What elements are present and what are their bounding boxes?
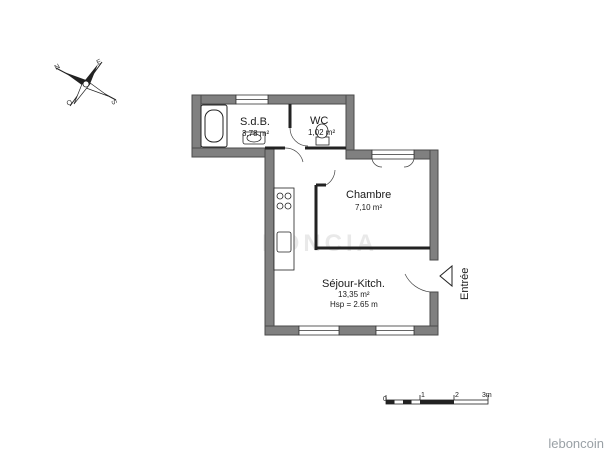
scale-label-1: 1: [421, 392, 425, 399]
room-area-sdb: 3,78 m²: [242, 129, 269, 138]
compass-letter-s: S: [109, 99, 118, 107]
scale-bar: 0 1 2 3m: [383, 392, 492, 405]
room-name-wc: WC: [310, 115, 328, 127]
bathtub: [200, 104, 228, 148]
room-area-sejour: 13,35 m²: [338, 290, 370, 299]
compass-letter-o: O: [66, 99, 75, 108]
partitions: [265, 104, 430, 250]
door-swings: [284, 127, 431, 293]
toilet: [315, 123, 330, 146]
windows: [235, 94, 415, 336]
site-watermark: leboncoin: [548, 436, 604, 451]
room-name-sejour: Séjour-Kitch.: [322, 278, 385, 290]
entrance-arrow: [439, 264, 453, 288]
room-area-wc: 1,02 m²: [308, 128, 335, 137]
entrance-label: Entrée: [459, 268, 471, 300]
scale-label-2: 2: [455, 392, 459, 399]
scale-label-3m: 3m: [482, 392, 492, 399]
scale-label-0: 0: [383, 396, 387, 403]
compass-letter-e: E: [96, 58, 104, 67]
room-name-sdb: S.d.B.: [240, 116, 270, 128]
room-area-chambre: 7,10 m²: [355, 203, 382, 212]
room-height-sejour: Hsp = 2.65 m: [330, 300, 378, 309]
compass-rose: N E S O: [54, 58, 118, 108]
room-name-chambre: Chambre: [346, 189, 391, 201]
kitchen-counter: [273, 187, 295, 271]
compass-letter-n: N: [54, 63, 62, 72]
sink: [242, 131, 266, 145]
